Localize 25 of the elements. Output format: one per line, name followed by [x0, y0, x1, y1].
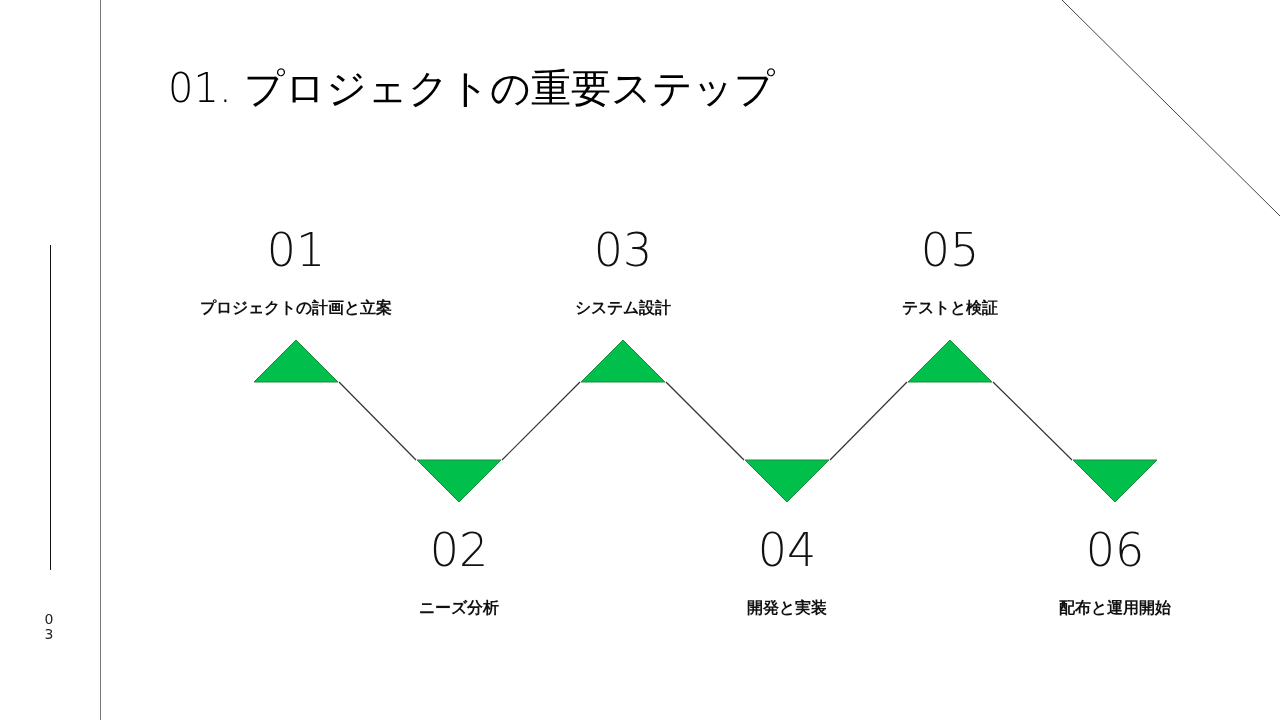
- step-number: 02: [428, 525, 490, 575]
- down-triangle-marker: [417, 460, 501, 502]
- step-label: プロジェクトの計画と立案: [199, 297, 393, 319]
- up-triangle-marker: [581, 340, 665, 382]
- step-number: 01: [265, 225, 327, 275]
- down-triangle-marker: [745, 460, 829, 502]
- connector-line: [338, 381, 417, 461]
- page-number: 03: [43, 612, 55, 643]
- down-triangle-marker: [1073, 460, 1157, 502]
- slide-title: 01. プロジェクトの重要ステップ: [168, 64, 776, 113]
- step-number: 04: [756, 525, 818, 575]
- step-number: 06: [1084, 525, 1146, 575]
- step-label: ニーズ分析: [418, 597, 500, 619]
- up-triangle-marker: [254, 340, 338, 382]
- connector-line: [501, 381, 581, 461]
- step-label: 開発と実装: [746, 597, 828, 619]
- step-label: システム設計: [574, 297, 672, 319]
- step-label: 配布と運用開始: [1058, 597, 1172, 619]
- step-label: テストと検証: [901, 297, 999, 319]
- connector-line: [665, 381, 745, 461]
- connector-line: [829, 381, 908, 461]
- connector-line: [992, 381, 1073, 461]
- up-triangle-marker: [908, 340, 992, 382]
- step-number: 05: [919, 225, 981, 275]
- step-number: 03: [592, 225, 654, 275]
